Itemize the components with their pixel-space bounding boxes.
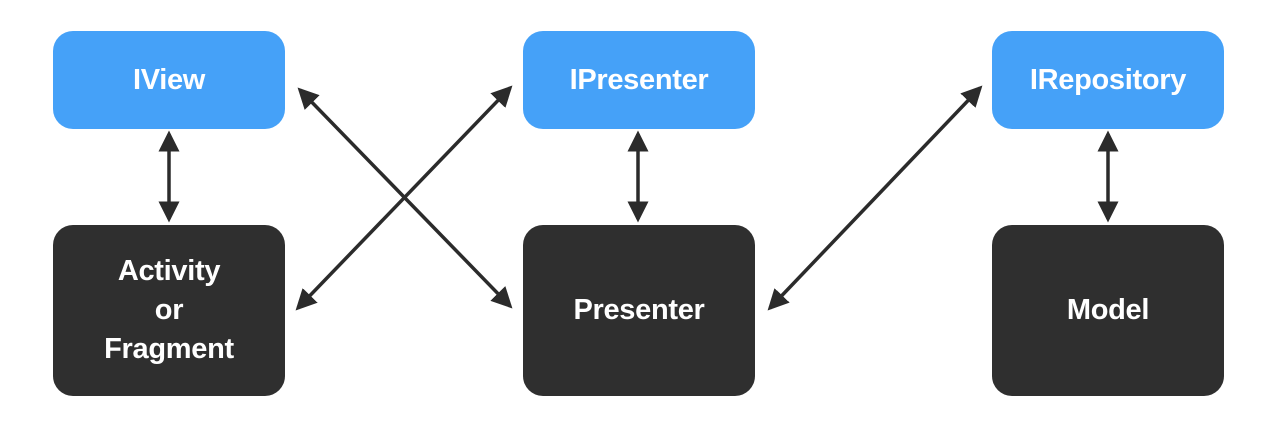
ipresenter-node: IPresenter [523,31,755,129]
model-node: Model [992,225,1224,396]
model-label: Model [1066,294,1150,326]
edge-presenter-irepository-arrow [767,85,983,311]
activity-or-fragment-node: Activity or Fragment [53,225,285,396]
iview-label: IView [132,63,206,96]
ipresenter-label: IPresenter [569,63,709,96]
iview-node: IView [53,31,285,129]
irepository-node: IRepository [992,31,1224,129]
presenter-node: Presenter [523,225,755,396]
edge-activity-ipresenter-arrow [295,85,513,311]
irepository-label: IRepository [1029,63,1187,96]
presenter-label: Presenter [573,294,705,326]
activity-or-fragment-label: Activity or Fragment [104,255,234,365]
